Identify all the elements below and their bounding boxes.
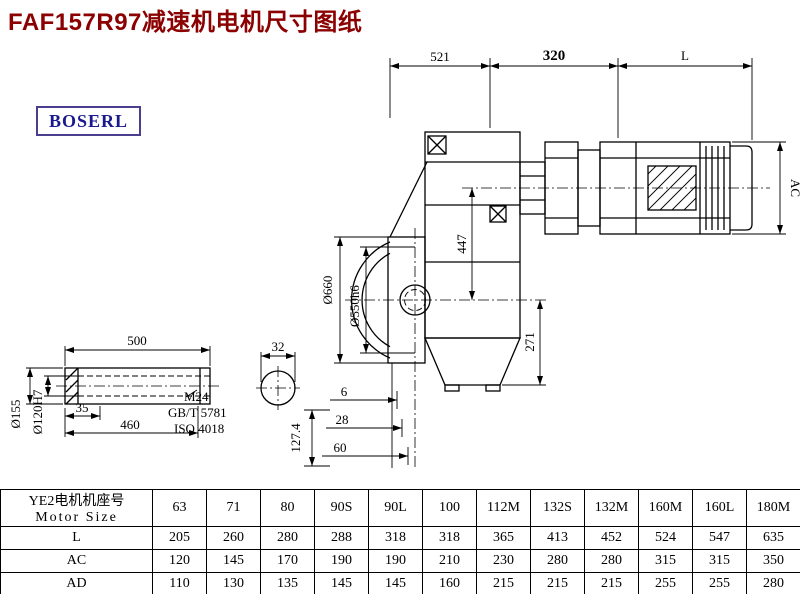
- cell-AC-7: 280: [530, 549, 585, 573]
- output-shaft-detail: [64, 367, 211, 405]
- note-iso-4018: ISO 4018: [174, 421, 224, 436]
- cell-L-3: 288: [314, 526, 369, 550]
- cell-AC-0: 120: [152, 549, 207, 573]
- row-label-L: L: [0, 526, 153, 550]
- dim-271: [502, 300, 546, 386]
- brand-logo-text: BOSERL: [48, 110, 129, 131]
- dim-127-label: 127.4: [288, 423, 303, 453]
- col-71: 71: [206, 489, 261, 527]
- dim-ac-label: AC: [788, 179, 800, 197]
- gearbox-housing: [351, 131, 521, 392]
- cell-AD-8: 215: [584, 572, 639, 594]
- cell-AD-9: 255: [638, 572, 693, 594]
- dim-32-label: 32: [272, 339, 285, 354]
- dim-460-label: 460: [120, 417, 140, 432]
- dim-500-label: 500: [127, 333, 147, 348]
- cell-AC-2: 170: [260, 549, 315, 573]
- dim-L-label: L: [681, 48, 689, 63]
- header-motor-size-en: Motor Size: [35, 510, 118, 525]
- header-motor-size: YE2电机机座号 Motor Size: [0, 489, 153, 527]
- dim-35-label: 35: [76, 400, 89, 415]
- cell-L-0: 205: [152, 526, 207, 550]
- motor-assembly: [519, 141, 753, 235]
- cell-AD-4: 145: [368, 572, 423, 594]
- col-63: 63: [152, 489, 207, 527]
- note-m24: M24: [184, 389, 209, 404]
- cell-L-4: 318: [368, 526, 423, 550]
- cell-AC-9: 315: [638, 549, 693, 573]
- cell-AD-2: 135: [260, 572, 315, 594]
- cell-AC-1: 145: [206, 549, 261, 573]
- cell-AD-6: 215: [476, 572, 531, 594]
- dim-120-label: Ø120H7: [30, 389, 45, 434]
- col-112m: 112M: [476, 489, 531, 527]
- dim-320-label: 320: [543, 48, 566, 64]
- dim-271-label: 271: [522, 332, 537, 352]
- cell-L-8: 452: [584, 526, 639, 550]
- cell-L-1: 260: [206, 526, 261, 550]
- cell-AC-4: 190: [368, 549, 423, 573]
- brand-logo: BOSERL: [36, 106, 141, 136]
- col-160l: 160L: [692, 489, 747, 527]
- cell-AD-11: 280: [746, 572, 800, 594]
- dim-447-label: 447: [454, 234, 469, 254]
- dim-155-label: Ø155: [8, 400, 23, 429]
- top-dimensions: [389, 58, 753, 140]
- motor-size-table: YE2电机机座号 Motor Size 63 71 80 90S 90L 100…: [0, 489, 800, 594]
- cell-AC-6: 230: [476, 549, 531, 573]
- cell-L-5: 318: [422, 526, 477, 550]
- cell-AD-3: 145: [314, 572, 369, 594]
- cell-L-10: 547: [692, 526, 747, 550]
- col-132m: 132M: [584, 489, 639, 527]
- cell-AD-0: 110: [152, 572, 207, 594]
- dim-660-label: Ø660: [320, 276, 335, 305]
- cell-AC-8: 280: [584, 549, 639, 573]
- note-gbt-5781: GB/T 5781: [168, 405, 227, 420]
- table-row-L: L 205 260 280 288 318 318 365 413 452 52…: [0, 526, 800, 550]
- cell-AC-5: 210: [422, 549, 477, 573]
- cell-AD-5: 160: [422, 572, 477, 594]
- flange-diameter-dimensions: [334, 236, 415, 364]
- cell-AD-7: 215: [530, 572, 585, 594]
- dim-28-label: 28: [336, 412, 349, 427]
- col-100: 100: [422, 489, 477, 527]
- table-row-AC: AC 120 145 170 190 190 210 230 280 280 3…: [0, 549, 800, 573]
- table-row-AD: AD 110 130 135 145 145 160 215 215 215 2…: [0, 572, 800, 594]
- technical-drawing: 521 320 L AC 447 271: [8, 48, 800, 470]
- row-label-AC: AC: [0, 549, 153, 573]
- shaft-end-view: [260, 370, 296, 406]
- col-80: 80: [260, 489, 315, 527]
- header-motor-size-cn: YE2电机机座号: [28, 494, 125, 509]
- col-180m: 180M: [746, 489, 800, 527]
- cell-AC-10: 315: [692, 549, 747, 573]
- page-title: FAF157R97减速机电机尺寸图纸: [8, 9, 363, 36]
- row-label-AD: AD: [0, 572, 153, 594]
- centerlines: [56, 187, 770, 470]
- cell-AD-1: 130: [206, 572, 261, 594]
- cell-L-9: 524: [638, 526, 693, 550]
- dim-550-label: Ø550h6: [347, 285, 362, 327]
- cell-AC-11: 350: [746, 549, 800, 573]
- col-132s: 132S: [530, 489, 585, 527]
- col-160m: 160M: [638, 489, 693, 527]
- dim-60-label: 60: [334, 440, 347, 455]
- flange-offset-dimensions: [304, 363, 409, 468]
- dim-521-label: 521: [430, 49, 450, 64]
- col-90s: 90S: [314, 489, 369, 527]
- cell-AC-3: 190: [314, 549, 369, 573]
- cell-AD-10: 255: [692, 572, 747, 594]
- dim-6-label: 6: [341, 384, 348, 399]
- table-header-row: YE2电机机座号 Motor Size 63 71 80 90S 90L 100…: [0, 489, 800, 527]
- output-bore-hidden-line: [404, 289, 426, 311]
- ac-dimension: [732, 141, 786, 235]
- shaft-dimensions: [26, 346, 211, 438]
- cell-L-2: 280: [260, 526, 315, 550]
- dim-32: [260, 352, 296, 382]
- cell-L-6: 365: [476, 526, 531, 550]
- col-90l: 90L: [368, 489, 423, 527]
- terminal-box-hatch: [647, 165, 697, 211]
- cell-L-11: 635: [746, 526, 800, 550]
- cell-L-7: 413: [530, 526, 585, 550]
